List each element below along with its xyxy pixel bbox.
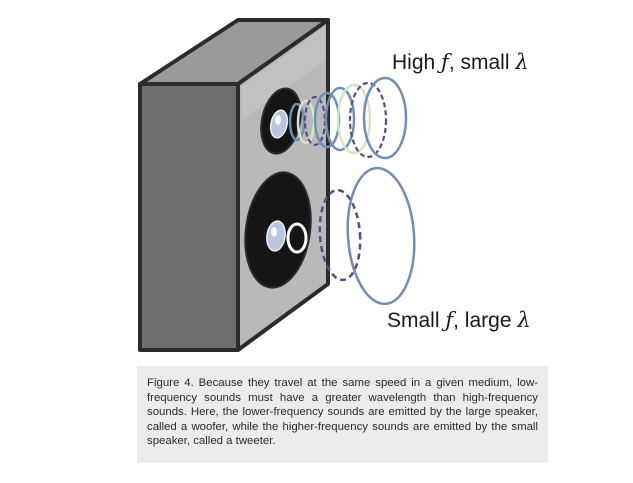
woofer-ring [286,222,308,254]
high-label-suffix: , small [448,51,516,74]
high-label-lambda-symbol: λ [515,50,529,74]
high-frequency-waves [288,76,408,160]
woofer [244,171,312,289]
low-wave-1 [318,188,362,282]
speaker-diagram [138,18,416,352]
low-label-lambda-symbol: λ [517,308,531,332]
speaker-front-highlight [242,27,325,120]
high-wave-6 [336,83,372,155]
tweeter [260,87,302,155]
low-label-suffix: , large [453,309,518,332]
woofer-dome-highlight [271,227,277,237]
low-label-prefix: Small [387,309,446,332]
low-wave-2 [346,166,416,306]
low-frequency-label: Small ƒ, large λ [387,308,531,333]
high-wave-7 [348,81,388,159]
low-label-f-symbol: ƒ [445,308,454,332]
woofer-dome [266,220,286,252]
speaker-side-face [138,82,240,352]
high-label-prefix: High [392,51,442,74]
tweeter-dome-highlight [275,115,281,125]
high-wave-5 [324,86,356,152]
high-frequency-label: High ƒ, small λ [392,50,529,75]
low-frequency-waves [318,166,416,306]
high-wave-8 [362,76,408,160]
high-label-f-symbol: ƒ [441,50,449,74]
figure-caption: Figure 4. Because they travel at the sam… [147,377,538,448]
caption-box: Figure 4. Because they travel at the sam… [137,366,548,463]
high-wave-1 [288,102,306,142]
